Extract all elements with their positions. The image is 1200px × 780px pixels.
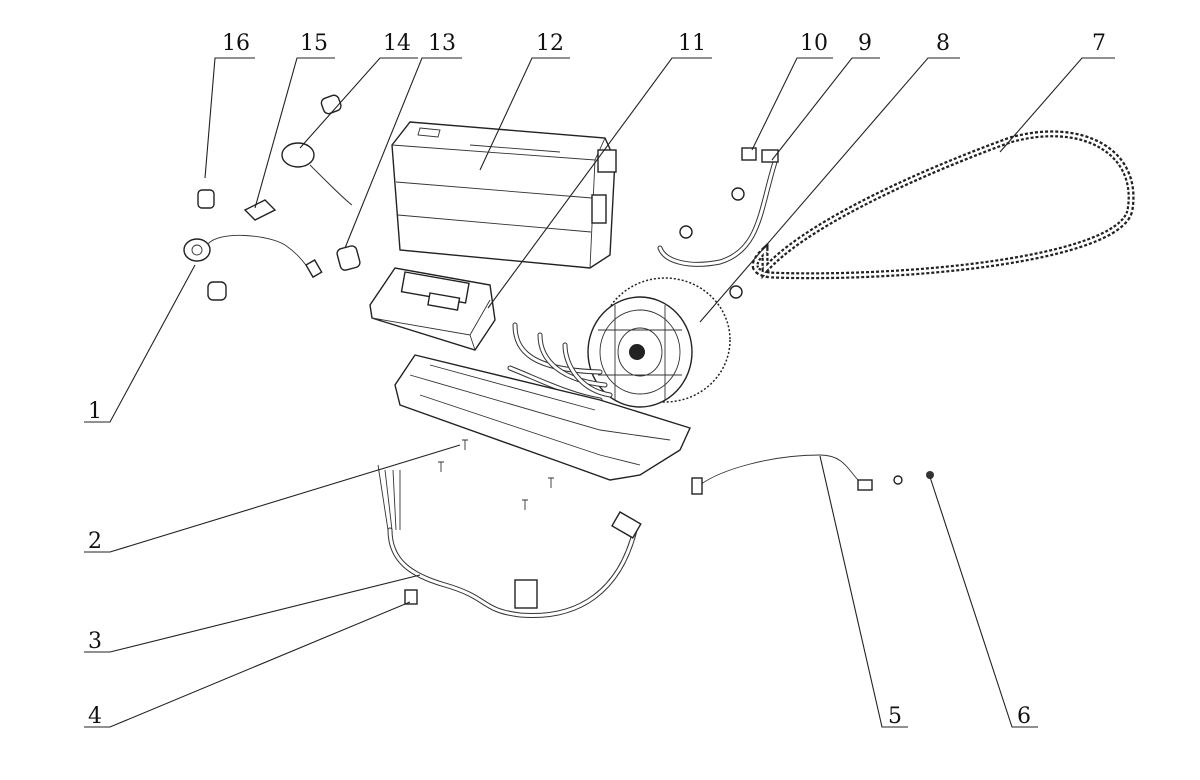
part-controller: [369, 267, 496, 351]
part-battery: [391, 121, 617, 269]
callout-4: 4: [84, 601, 411, 729]
callout-label: 3: [88, 629, 102, 654]
callout-label: 9: [858, 31, 872, 56]
part-screws-2: [438, 439, 554, 510]
part-harness-3: [377, 464, 642, 619]
callout-label: 11: [678, 31, 706, 56]
part-sensor-cable-9: [657, 147, 779, 299]
callout-16: 16: [204, 31, 255, 179]
callout-11: 11: [487, 31, 712, 309]
callout-label: 7: [1092, 31, 1106, 56]
callout-label: 12: [536, 31, 564, 56]
callout-15: 15: [254, 31, 335, 209]
part-key-switch-1: [183, 234, 323, 279]
small-parts: [197, 94, 361, 301]
callout-label: 5: [888, 704, 902, 729]
callout-label: 2: [88, 529, 102, 554]
callout-label: 10: [800, 31, 828, 56]
callout-6: 6: [929, 476, 1038, 729]
callout-7: 7: [999, 31, 1115, 153]
callout-3: 3: [84, 574, 421, 654]
callout-label: 6: [1017, 704, 1031, 729]
callout-9: 9: [771, 31, 880, 161]
callout-13: 13: [344, 31, 462, 249]
part-throttle-cable-5: [691, 454, 934, 495]
callout-label: 16: [222, 31, 250, 56]
callout-5: 5: [819, 455, 908, 729]
part-chain: [751, 130, 1135, 280]
part-motor-cables: [507, 322, 613, 403]
callout-12: 12: [479, 31, 570, 171]
callout-label: 1: [88, 399, 102, 424]
part-motor: [587, 277, 731, 408]
callout-label: 8: [936, 31, 950, 56]
callout-8: 8: [699, 31, 960, 323]
callout-label: 13: [428, 31, 456, 56]
callout-1: 1: [84, 264, 196, 424]
callout-10: 10: [751, 31, 833, 151]
callout-label: 14: [383, 31, 411, 56]
callout-14: 14: [299, 31, 418, 149]
callout-2: 2: [84, 444, 461, 554]
callout-label: 4: [88, 704, 102, 729]
part-tray: [394, 354, 691, 481]
callout-label: 15: [300, 31, 328, 56]
